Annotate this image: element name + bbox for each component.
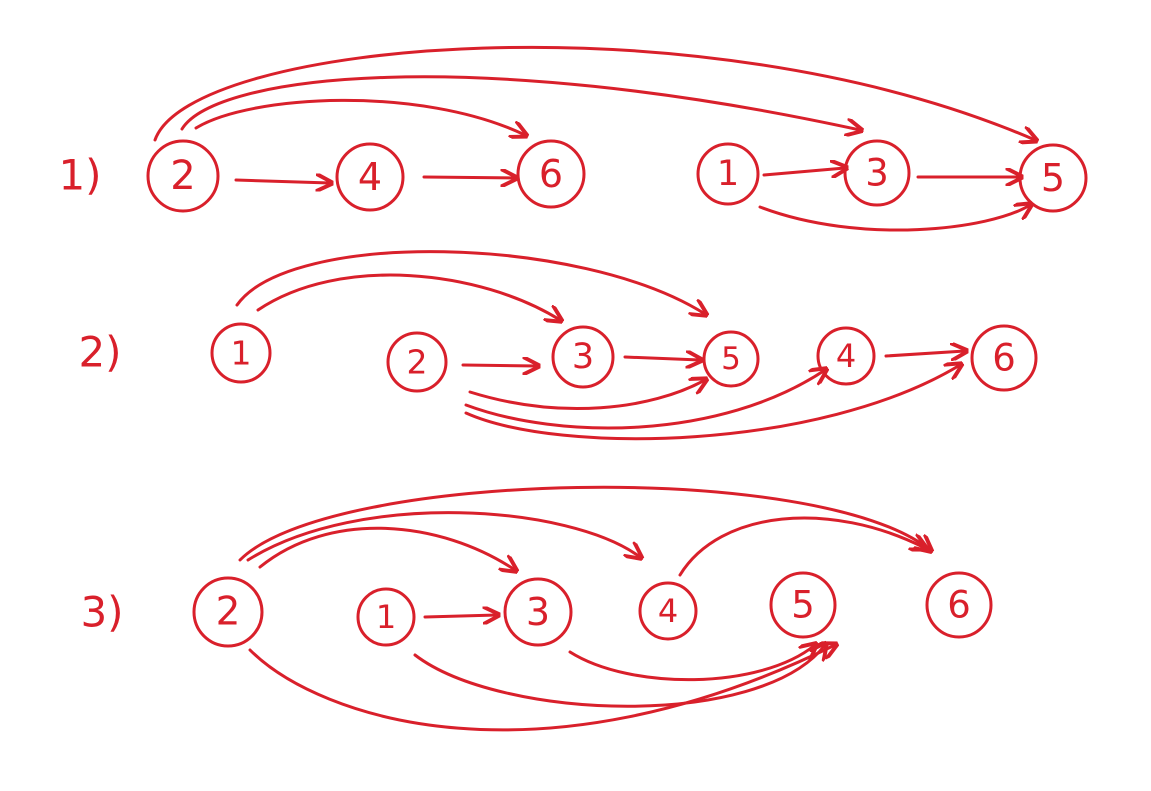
edge-d1-1-to-3 — [762, 168, 845, 175]
node-label: 3 — [526, 590, 550, 634]
node-d2-6: 6 — [970, 324, 1038, 392]
row-label-2: 2) — [78, 328, 121, 377]
edge-d2-2-to-5 — [468, 380, 705, 410]
node-d2-4: 4 — [816, 326, 876, 386]
node-circle — [696, 142, 760, 206]
edges-layer — [153, 45, 1035, 732]
node-circle — [192, 576, 264, 648]
node-d3-1: 1 — [356, 587, 416, 647]
edge-d3-4-to-6 — [678, 516, 925, 577]
node-circle — [702, 330, 760, 388]
node-label: 4 — [658, 592, 678, 630]
node-label: 6 — [947, 584, 971, 627]
node-d1-4: 4 — [335, 142, 405, 212]
node-circle — [843, 139, 911, 207]
edge-d1-2-to-4 — [234, 180, 330, 183]
node-d1-6: 6 — [516, 139, 586, 209]
node-circle — [769, 571, 837, 639]
node-d1-1: 1 — [696, 142, 760, 206]
edge-d3-2-to-4 — [246, 511, 640, 560]
node-label: 2 — [170, 153, 195, 199]
row-label-1: 1) — [58, 151, 101, 200]
edge-d3-1-to-5 — [413, 645, 825, 708]
node-circle — [386, 331, 448, 393]
edge-d2-1-to-3 — [256, 273, 560, 320]
edge-d2-3-to-5 — [623, 357, 700, 360]
node-label: 3 — [572, 337, 594, 377]
node-circle — [816, 326, 876, 386]
node-label: 1 — [231, 334, 252, 373]
node-circle — [146, 139, 220, 213]
node-label: 5 — [721, 341, 741, 377]
edge-d1-1-to-5 — [758, 205, 1030, 232]
node-label: 6 — [539, 152, 563, 196]
edge-d1-4-to-6 — [422, 177, 515, 178]
node-circle — [503, 577, 573, 647]
node-circle — [970, 324, 1038, 392]
node-d2-5: 5 — [702, 330, 760, 388]
edge-d1-2-to-6 — [194, 98, 525, 135]
node-d3-5: 5 — [769, 571, 837, 639]
row-label-3: 3) — [80, 588, 123, 637]
node-label: 5 — [791, 584, 815, 627]
edge-d2-1-to-5 — [235, 250, 705, 314]
node-circle — [638, 581, 698, 641]
node-label: 4 — [358, 155, 382, 199]
edge-d3-2-to-3 — [258, 526, 515, 570]
edge-d2-2-to-6 — [464, 365, 960, 441]
nodes-layer: 2 4 6 1 3 5 1 2 3 5 4 6 2 1 3 4 5 6 — [146, 139, 1088, 648]
edge-d2-2-to-4 — [464, 370, 825, 430]
node-d1-2: 2 — [146, 139, 220, 213]
node-d2-3: 3 — [551, 325, 615, 389]
node-circle — [210, 322, 272, 384]
edge-d3-1-to-3 — [423, 615, 497, 617]
edge-d3-2-to-5 — [248, 645, 835, 732]
node-label: 2 — [407, 343, 428, 382]
node-d3-2: 2 — [192, 576, 264, 648]
edge-d1-2-to-5 — [153, 45, 1035, 140]
node-d3-4: 4 — [638, 581, 698, 641]
node-circle — [551, 325, 615, 389]
edge-d3-2-to-6 — [238, 485, 930, 562]
node-label: 1 — [717, 154, 739, 194]
edge-d1-2-to-3 — [180, 75, 860, 130]
node-d2-1: 1 — [210, 322, 272, 384]
edge-d3-3-to-5 — [568, 645, 815, 682]
node-circle — [1018, 143, 1088, 213]
node-d3-6: 6 — [925, 571, 993, 639]
node-label: 1 — [376, 598, 396, 636]
node-d2-2: 2 — [386, 331, 448, 393]
node-label: 6 — [992, 337, 1016, 380]
node-label: 4 — [836, 337, 856, 375]
node-d1-5: 5 — [1018, 143, 1088, 213]
node-circle — [516, 139, 586, 209]
node-d1-3: 3 — [843, 139, 911, 207]
node-label: 3 — [865, 152, 889, 195]
node-label: 2 — [216, 590, 241, 635]
edge-d2-4-to-6 — [884, 351, 965, 356]
node-circle — [356, 587, 416, 647]
node-label: 5 — [1041, 156, 1065, 200]
edge-d2-2-to-3 — [461, 365, 537, 366]
node-circle — [335, 142, 405, 212]
node-d3-3: 3 — [503, 577, 573, 647]
node-circle — [925, 571, 993, 639]
